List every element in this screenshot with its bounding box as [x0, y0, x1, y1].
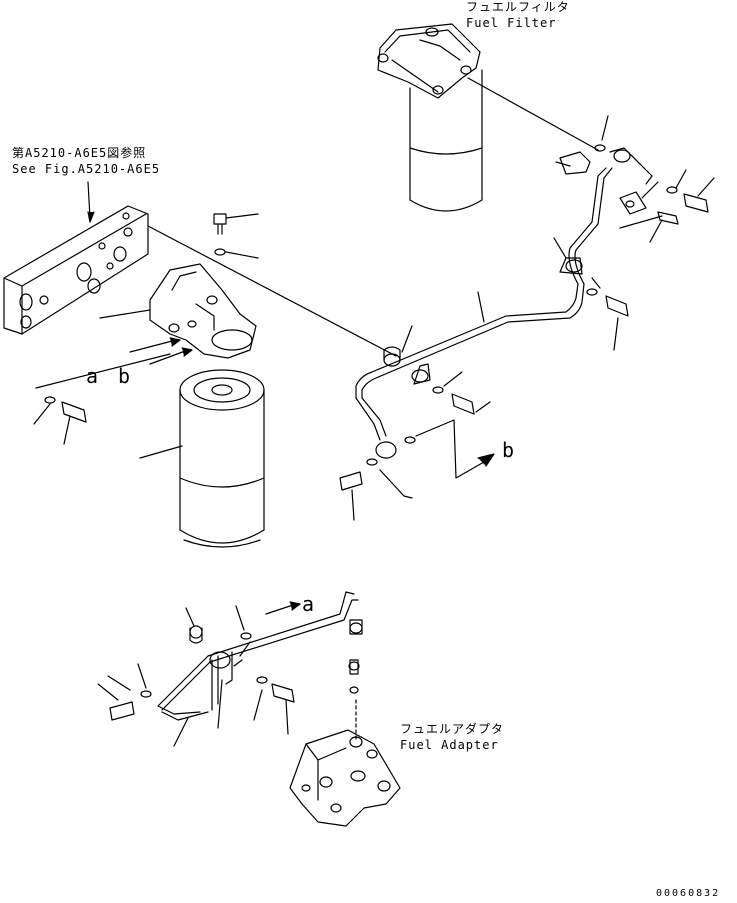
bolt-lower	[97, 663, 295, 747]
spacer-mid	[383, 325, 413, 367]
bolt-right	[553, 237, 629, 351]
fuel-adapter-label-en: Fuel Adapter	[400, 738, 499, 752]
drawing-code: 00060832	[656, 888, 721, 899]
clamp-top-right	[555, 147, 715, 243]
arrow-label-a-upper: a	[86, 364, 99, 388]
bolt-lower-left	[33, 353, 171, 445]
fuel-filter-label-en: Fuel Filter	[466, 16, 557, 30]
fuel-pipe-mid	[355, 167, 613, 459]
see-fig-label-en: See Fig.A5210-A6E5	[12, 162, 161, 176]
arrow-label-a-lower: a	[302, 592, 315, 616]
bolt-center	[432, 371, 491, 415]
fuel-pipe-lower	[157, 591, 363, 721]
bolt-head-top	[213, 213, 259, 259]
see-fig-label-jp: 第A5210-A6E5図参照	[12, 146, 147, 160]
arrow-label-b-upper: b	[118, 364, 131, 388]
mounting-plate	[3, 205, 149, 335]
fuel-adapter-label-jp: フュエルアダプタ	[400, 722, 505, 736]
filter-head	[149, 263, 257, 359]
fuel-adapter	[289, 699, 401, 827]
bolt-lower-center	[339, 419, 495, 521]
filter-cartridge	[179, 369, 265, 548]
fuel-filter-top	[377, 23, 483, 212]
fuel-filter-label-jp: フュエルフィルタ	[466, 0, 570, 14]
arrow-label-b-right: b	[502, 438, 515, 462]
